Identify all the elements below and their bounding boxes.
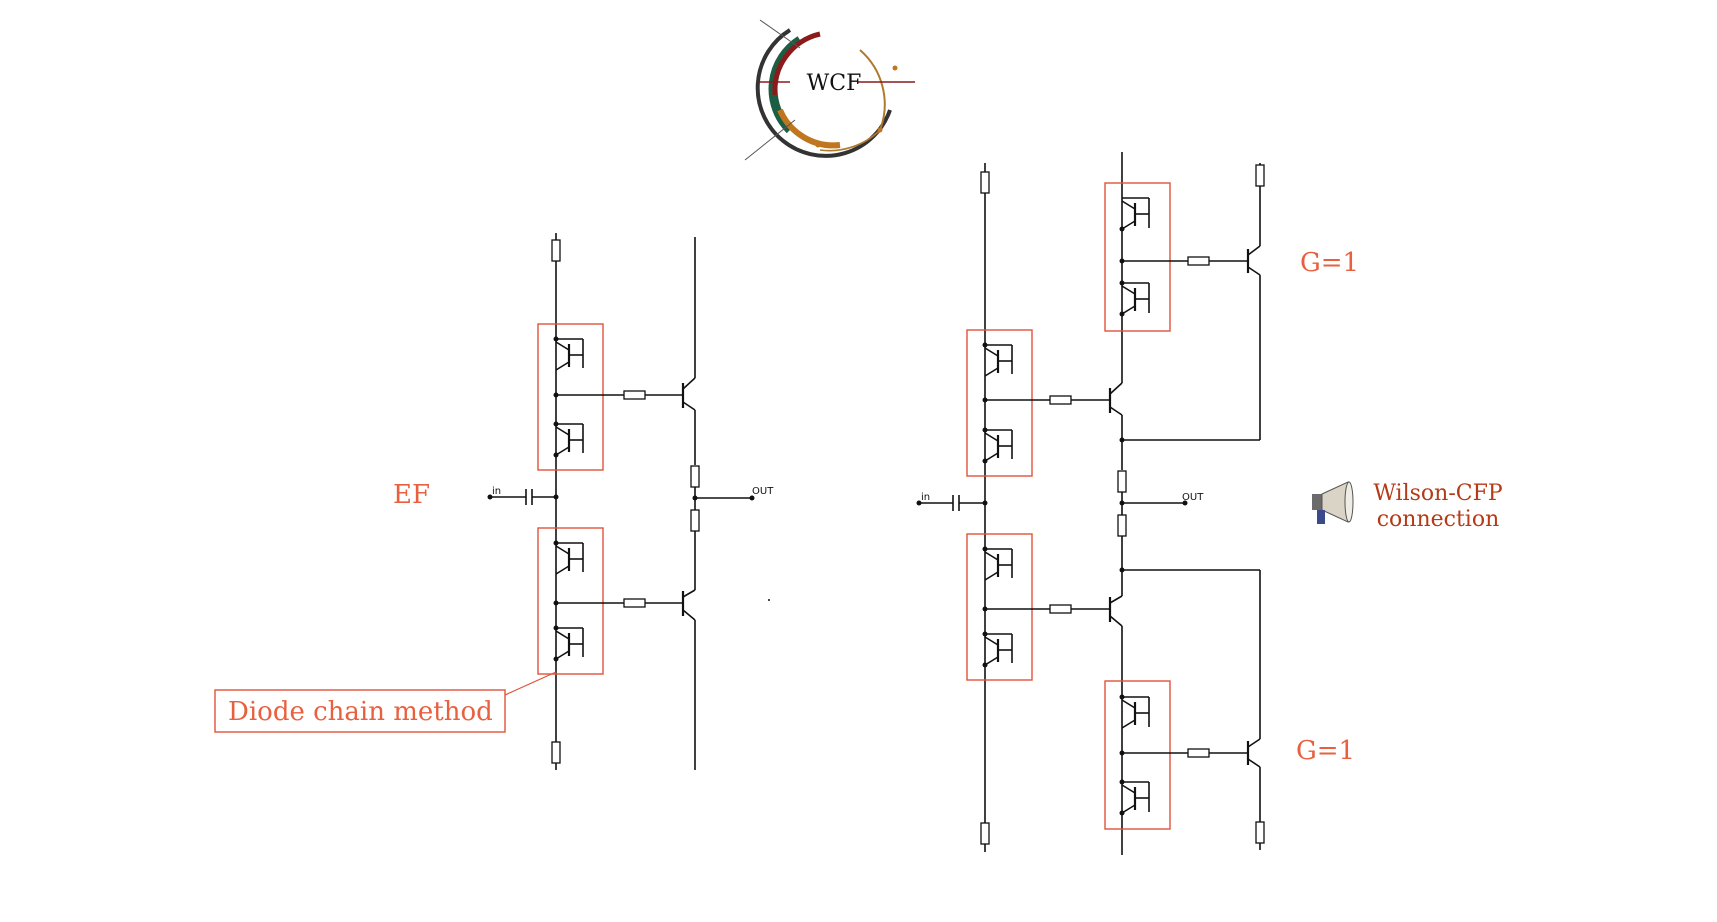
wcf-logo: WCF bbox=[744, 19, 915, 161]
upper-diode-box bbox=[537, 323, 604, 471]
g1-top-box bbox=[1104, 182, 1171, 332]
g1-bottom-label: G=1 bbox=[1296, 736, 1355, 766]
right-out-label: OUT bbox=[1182, 492, 1204, 503]
diode-chain-callout: Diode chain method bbox=[214, 671, 557, 733]
wilson-label-line2: connection bbox=[1377, 507, 1500, 532]
megaphone-icon bbox=[1312, 481, 1354, 524]
wilson-cfp-circuit: in OUT bbox=[916, 152, 1265, 855]
lower-diode-box bbox=[537, 527, 604, 675]
ef-circuit: in OUT bbox=[487, 233, 774, 770]
wilson-label-line1: Wilson-CFP bbox=[1373, 481, 1503, 506]
g1-bottom-box bbox=[1104, 680, 1171, 830]
right-upper-diode-box bbox=[966, 329, 1033, 477]
g1-top-label: G=1 bbox=[1300, 248, 1359, 278]
logo-text: WCF bbox=[807, 71, 862, 96]
ef-label: EF bbox=[393, 480, 430, 510]
right-in-label: in bbox=[921, 492, 930, 503]
right-lower-diode-box bbox=[966, 533, 1033, 681]
left-in-label: in bbox=[492, 486, 501, 497]
left-out-label: OUT bbox=[752, 486, 774, 497]
diode-chain-label: Diode chain method bbox=[228, 697, 493, 727]
